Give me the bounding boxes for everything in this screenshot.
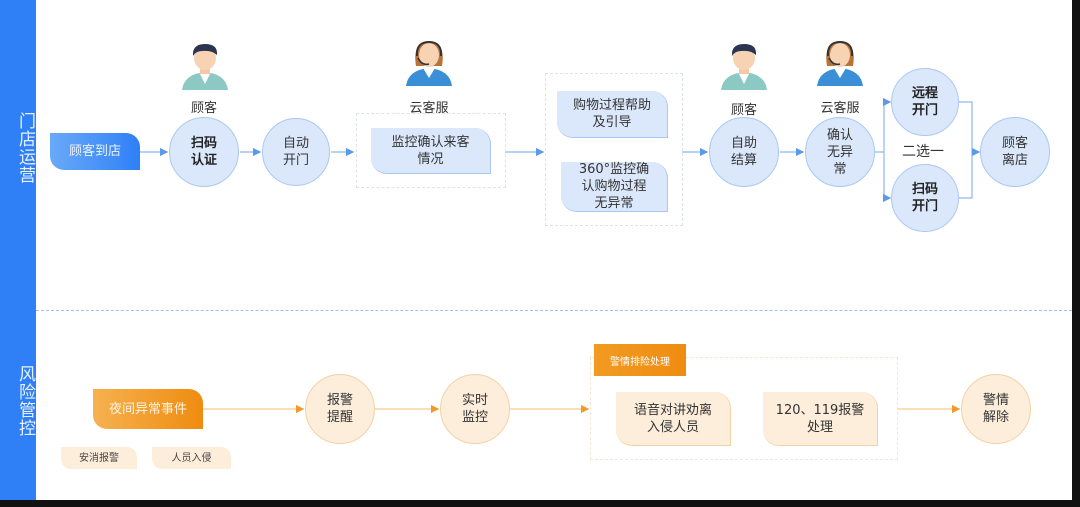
cloud-service-avatar-icon <box>817 40 863 86</box>
merge-line <box>959 101 973 199</box>
lane-divider <box>36 310 1072 311</box>
tag-intrusion: 人员入侵 <box>152 447 231 469</box>
choose-one-label: 二选一 <box>902 143 944 160</box>
lane-label-risk-control: 风险管控 <box>15 365 35 437</box>
node-self-checkout: 自助 结算 <box>709 117 779 187</box>
diagram-canvas: 门店运营 风险管控 <box>0 0 1072 500</box>
node-alarm-alert: 报警 提醒 <box>305 374 375 444</box>
group-shopping <box>545 73 683 226</box>
node-scan-auth: 扫码 认证 <box>169 117 239 187</box>
customer-avatar-icon <box>721 44 767 90</box>
cloud-service-avatar-icon <box>406 40 452 86</box>
node-confirm-ok: 确认 无异 常 <box>805 117 875 187</box>
start-night-event: 夜间异常事件 <box>93 389 203 429</box>
node-alarm-resolved: 警情 解除 <box>961 374 1031 444</box>
node-scan-open: 扫码 开门 <box>891 164 959 232</box>
start-customer-arrives: 顾客到店 <box>50 133 140 170</box>
connectors <box>140 97 981 414</box>
role-label-cloud-service: 云客服 <box>409 101 449 116</box>
role-label-customer: 顾客 <box>730 103 757 118</box>
tag-fire-alarm: 安消报警 <box>61 447 137 469</box>
node-customer-leaves: 顾客 离店 <box>980 117 1050 187</box>
node-shopping-help: 购物过程帮助 及引导 <box>557 91 668 138</box>
role-label-cloud-service: 云客服 <box>820 101 860 116</box>
lane-label-store-ops: 门店运营 <box>15 112 35 184</box>
node-intercom: 语音对讲劝离 入侵人员 <box>616 392 731 446</box>
group-alarm-handling <box>590 357 898 460</box>
node-call-police: 120、119报警 处理 <box>763 392 878 446</box>
node-monitor-360: 360°监控确 认购物过程 无异常 <box>561 162 668 212</box>
node-auto-open: 自动 开门 <box>262 118 330 186</box>
node-remote-open: 远程 开门 <box>891 68 959 136</box>
node-realtime-monitor: 实时 监控 <box>440 374 510 444</box>
node-monitor-confirm: 监控确认来客 情况 <box>371 128 491 174</box>
customer-avatar-icon <box>182 44 228 90</box>
role-label-customer: 顾客 <box>190 101 217 116</box>
lane-sidebar: 门店运营 风险管控 <box>0 0 36 500</box>
group-monitor <box>356 113 506 188</box>
group-header-alarm-handling: 警情排险处理 <box>594 344 686 376</box>
